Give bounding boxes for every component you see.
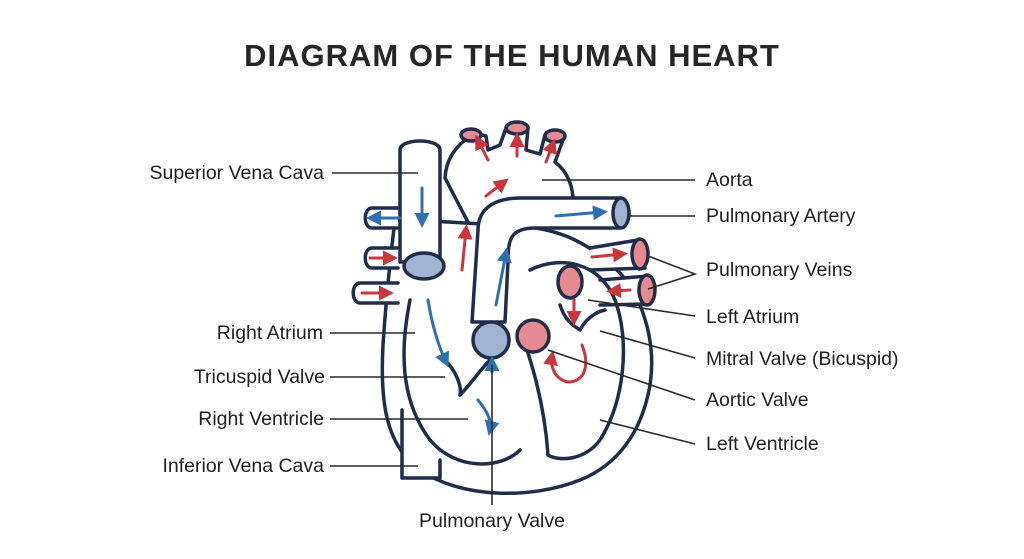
leader-aortic-valve xyxy=(547,349,696,401)
flow-arrow-pulmonary-artery xyxy=(554,205,608,221)
label-pulmonary-artery: Pulmonary Artery xyxy=(706,205,856,227)
pulmonary-artery-opening xyxy=(611,196,631,230)
label-superior-vena-cava: Superior Vena Cava xyxy=(149,162,324,184)
label-right-ventricle: Right Ventricle xyxy=(198,408,324,430)
superior-vena-cava xyxy=(398,139,442,264)
label-right-atrium: Right Atrium xyxy=(216,322,323,344)
inner-left-chamber xyxy=(528,261,626,461)
leader-mitral-valve xyxy=(599,330,696,359)
mitral-leaflet xyxy=(558,303,607,332)
flow-arrow-vein-bottom xyxy=(606,283,632,298)
label-aortic-valve: Aortic Valve xyxy=(706,389,809,411)
flow-arrow-aorta-branch-3 xyxy=(542,138,557,164)
flow-arrow-aorta-branch-1 xyxy=(475,134,490,162)
pulmonary-valve-shape xyxy=(471,320,511,360)
aorta-branch-3 xyxy=(543,128,567,144)
flow-arrow-right-ventricle xyxy=(476,398,500,436)
left-atrium-valve-shape xyxy=(556,264,584,300)
vena-cava-opening xyxy=(402,251,446,281)
flow-arrow-aorta-ascending xyxy=(457,224,473,272)
label-inferior-vena-cava: Inferior Vena Cava xyxy=(162,455,324,477)
label-left-atrium: Left Atrium xyxy=(706,306,800,328)
leader-left-atrium xyxy=(587,299,696,317)
aortic-valve-shape xyxy=(515,318,551,354)
label-pulmonary-valve: Pulmonary Valve xyxy=(419,510,565,532)
right-pulmonary-vein-bottom-opening xyxy=(637,273,657,307)
right-pulmonary-vein-top-opening xyxy=(630,237,650,271)
flow-arrow-aorta-arch xyxy=(484,178,509,198)
diagram-title: DIAGRAM OF THE HUMAN HEART xyxy=(244,38,780,73)
inferior-vena-cava xyxy=(400,408,442,480)
label-aorta: Aorta xyxy=(706,169,753,191)
leader-pulmonary-veins xyxy=(647,255,698,290)
flow-arrow-right-atrium xyxy=(426,298,449,368)
label-pulmonary-veins: Pulmonary Veins xyxy=(706,259,853,281)
label-mitral-valve: Mitral Valve (Bicuspid) xyxy=(706,348,899,370)
aorta-branch-2 xyxy=(504,120,530,136)
tricuspid-leaflet xyxy=(443,358,492,397)
flow-arrow-vein-top xyxy=(590,247,628,263)
flow-arrow-pulmonary-up xyxy=(494,247,512,307)
leader-left-ventricle xyxy=(599,419,696,445)
label-tricuspid-valve: Tricuspid Valve xyxy=(193,366,325,388)
inner-right-chamber xyxy=(402,298,522,466)
label-left-ventricle: Left Ventricle xyxy=(706,433,819,455)
flow-arrow-left-ventricle xyxy=(543,343,588,384)
